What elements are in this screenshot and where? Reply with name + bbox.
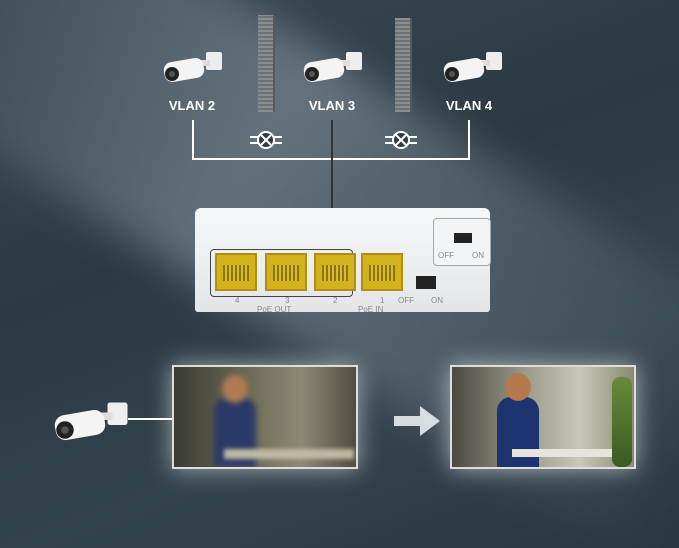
connection-line xyxy=(128,418,174,420)
plant xyxy=(612,377,632,467)
uplink-line xyxy=(331,120,333,255)
dip-switch-panel: OFF ON xyxy=(433,218,491,266)
arrow-right-icon xyxy=(394,406,440,436)
ethernet-port-1 xyxy=(361,253,403,291)
isolation-icon xyxy=(385,131,417,149)
port-label: 1 xyxy=(380,296,385,305)
isolation-wall xyxy=(258,15,273,112)
power-on-label: ON xyxy=(431,296,443,305)
ethernet-port-3 xyxy=(265,253,307,291)
dip-on-label: ON xyxy=(472,251,484,260)
power-off-label: OFF xyxy=(398,296,414,305)
isolation-icon xyxy=(250,131,282,149)
isolation-wall xyxy=(395,18,410,112)
child-head xyxy=(222,375,248,403)
port-label: 3 xyxy=(285,296,290,305)
poe-in-label: PoE IN xyxy=(358,305,384,314)
power-switch xyxy=(416,276,436,289)
vlan-label: VLAN 4 xyxy=(445,98,493,113)
vlan-label: VLAN 3 xyxy=(308,98,356,113)
ethernet-port-4 xyxy=(215,253,257,291)
counter xyxy=(512,449,632,457)
camera-icon xyxy=(54,402,128,441)
dip-off-label: OFF xyxy=(438,251,454,260)
camera-icon xyxy=(303,52,362,83)
child-head xyxy=(505,373,531,401)
dip-switch xyxy=(454,233,472,243)
clear-video-frame xyxy=(450,365,636,469)
camera-icon xyxy=(443,52,502,83)
connection-line xyxy=(192,120,194,160)
counter xyxy=(224,449,354,459)
blurry-video-frame xyxy=(172,365,358,469)
poe-out-label: PoE OUT xyxy=(257,305,292,314)
connection-line xyxy=(468,120,470,160)
ethernet-port-2 xyxy=(314,253,356,291)
camera-icon xyxy=(163,52,222,83)
port-label: 4 xyxy=(235,296,240,305)
port-label: 2 xyxy=(333,296,338,305)
vlan-label: VLAN 2 xyxy=(168,98,216,113)
